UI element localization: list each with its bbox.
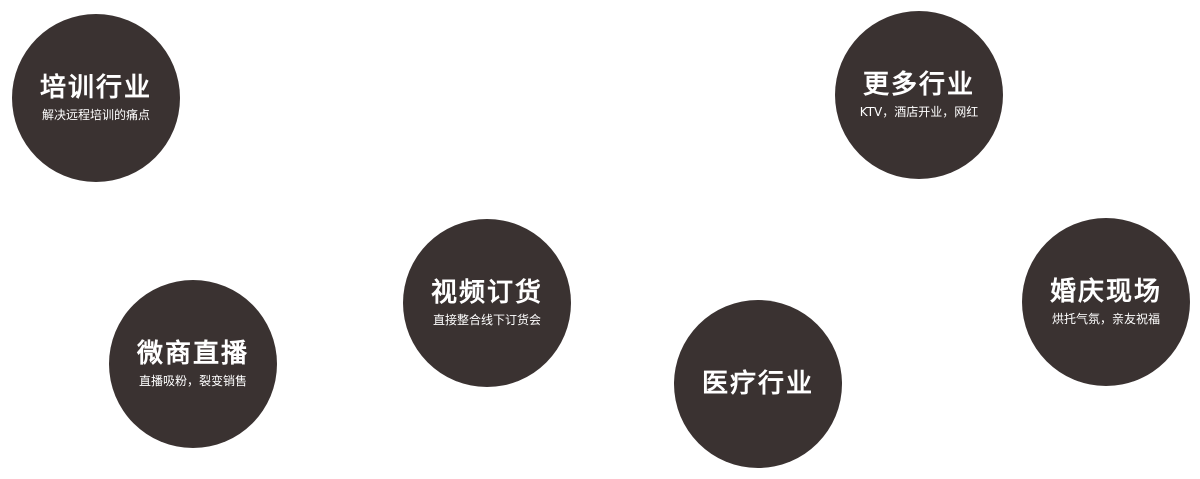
bubble-title: 医疗行业 (701, 368, 814, 399)
industry-bubble-wedding[interactable]: 婚庆现场 烘托气氛，亲友祝福 (1022, 218, 1190, 386)
industry-bubble-training[interactable]: 培训行业 解决远程培训的痛点 (12, 14, 180, 182)
bubble-subtitle: 解决远程培训的痛点 (41, 108, 150, 123)
bubble-title: 微商直播 (136, 338, 249, 369)
industry-bubble-video-ordering[interactable]: 视频订货 直接整合线下订货会 (403, 219, 571, 387)
bubble-title: 培训行业 (39, 72, 152, 103)
industry-bubble-more[interactable]: 更多行业 KTV，酒店开业，网红 (835, 11, 1003, 179)
bubble-title: 更多行业 (862, 69, 975, 100)
bubble-title: 婚庆现场 (1049, 276, 1162, 307)
bubble-subtitle: KTV，酒店开业，网红 (859, 105, 979, 120)
bubble-subtitle: 烘托气氛，亲友祝福 (1051, 312, 1160, 327)
industry-bubble-wechat-live[interactable]: 微商直播 直播吸粉，裂变销售 (109, 280, 277, 448)
bubble-title: 视频订货 (430, 277, 543, 308)
bubble-subtitle: 直播吸粉，裂变销售 (138, 374, 247, 389)
bubble-subtitle: 直接整合线下订货会 (432, 313, 541, 328)
industry-bubble-medical[interactable]: 医疗行业 (674, 300, 842, 468)
